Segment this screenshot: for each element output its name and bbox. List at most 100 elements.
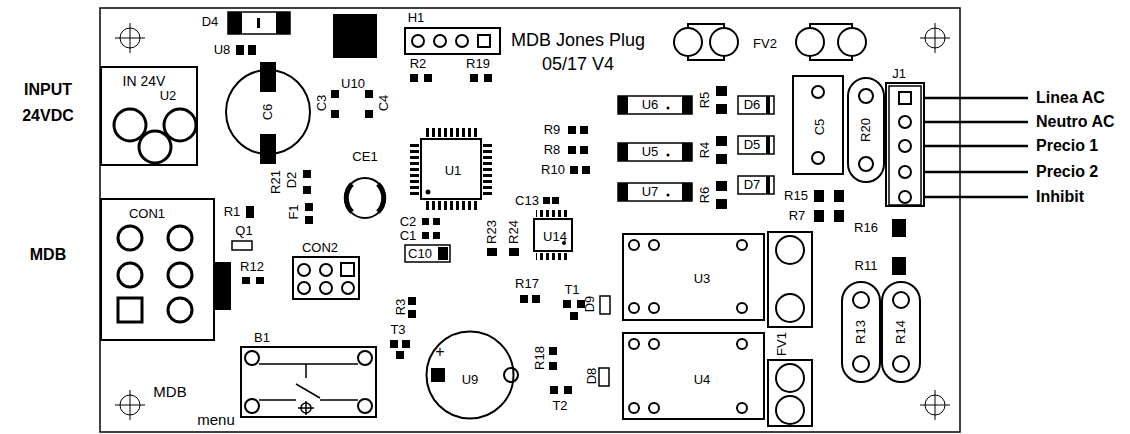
component-label: J1 — [892, 67, 906, 82]
chip-pins — [426, 190, 431, 195]
part-label: FV2 — [753, 37, 777, 52]
connector-tab — [213, 262, 231, 310]
part-label: R1 — [224, 205, 241, 220]
diode-symbol — [276, 12, 290, 34]
part-label: C10 — [408, 247, 432, 262]
through-hole-pad — [899, 191, 911, 203]
capacitor-outline — [405, 245, 450, 262]
diode-symbol — [738, 136, 774, 154]
part-label: T3 — [390, 323, 405, 338]
diode-symbol — [257, 18, 260, 28]
smd-pad — [892, 219, 906, 237]
diode-symbol — [738, 176, 774, 194]
board-outline — [100, 8, 960, 432]
through-hole-pad — [899, 92, 911, 104]
component-label: U1 — [445, 164, 462, 179]
optocoupler-symbol — [618, 143, 692, 161]
smd-pad — [564, 386, 572, 394]
part-label: R12 — [240, 260, 264, 275]
smd-pad — [580, 146, 588, 154]
smd-pad — [814, 190, 824, 202]
connector-pin — [168, 263, 192, 287]
part-label: R5 — [698, 92, 713, 109]
part-label: R9 — [544, 123, 561, 138]
power-jack: IN 24VU2 — [100, 66, 198, 166]
through-hole-pad — [899, 116, 911, 128]
resistor-symbol — [893, 292, 909, 308]
optocoupler-symbol — [618, 183, 628, 201]
chip-pins — [536, 210, 570, 217]
transistor-outline — [232, 241, 252, 250]
buzzer-pad — [431, 368, 445, 382]
part-label: D8 — [585, 368, 600, 385]
through-hole-pad — [649, 240, 659, 250]
part-label: C1 — [400, 229, 417, 244]
through-hole-pad — [737, 403, 747, 413]
signal-label: Precio 1 — [1036, 137, 1098, 155]
resistor-symbol — [893, 356, 909, 372]
through-hole-pad — [649, 303, 659, 313]
optocoupler-symbol — [618, 96, 692, 114]
diode-symbol — [228, 12, 290, 34]
resistor-symbol — [859, 157, 873, 171]
optocoupler-symbol — [618, 96, 692, 201]
part-label: R14 — [894, 320, 909, 344]
part-label: R8 — [544, 143, 561, 158]
electrolytic-capacitor — [346, 184, 352, 212]
smd-pad — [716, 136, 727, 146]
part-label: R13 — [854, 320, 869, 344]
wire — [925, 171, 1028, 174]
through-hole-pad — [812, 86, 824, 98]
part-label: C3 — [315, 95, 330, 112]
connector-pin — [118, 226, 354, 322]
diode-symbol — [599, 96, 774, 386]
varistor-symbol — [768, 232, 812, 327]
terminal-pad — [114, 109, 196, 163]
smd-pad — [892, 257, 906, 275]
part-label: D4 — [202, 15, 219, 30]
through-hole-pad — [629, 240, 639, 250]
capacitor-outline — [438, 247, 448, 260]
mounting-hole — [920, 23, 950, 53]
connector-pin — [320, 264, 332, 276]
varistor-symbol — [710, 28, 738, 56]
connector-pin — [168, 226, 192, 250]
resistor-symbol — [859, 89, 873, 103]
smd-pad — [716, 104, 727, 114]
component-label: U4 — [694, 373, 711, 388]
smd-pad — [365, 90, 373, 98]
chip-pins — [410, 142, 419, 196]
circle-outline — [427, 332, 514, 419]
smd-pad — [246, 206, 254, 218]
diode-symbol — [600, 296, 610, 314]
part-label: Q1 — [235, 224, 252, 239]
relay: U4 — [622, 332, 765, 420]
through-hole-pad — [504, 368, 518, 382]
smd-pad — [568, 146, 576, 154]
switch-symbol — [259, 364, 358, 400]
mounting-hole — [115, 23, 950, 420]
smd-pad — [543, 197, 550, 204]
through-hole-pad — [737, 240, 747, 250]
smd-pad — [396, 351, 404, 359]
part-label: R11 — [855, 259, 878, 274]
smd-pad — [814, 210, 824, 222]
through-hole-pad — [629, 403, 639, 413]
diode-symbol — [738, 96, 774, 114]
resistor-symbol — [853, 292, 869, 308]
through-hole-pad — [889, 86, 921, 205]
board-outline — [100, 8, 960, 432]
connector-pin — [118, 298, 142, 322]
optocoupler-symbol — [682, 183, 692, 201]
relay: U3 — [622, 233, 765, 321]
smd-pad — [834, 210, 844, 222]
part-label: R15 — [784, 189, 808, 204]
pin-header — [412, 35, 424, 47]
diode-symbol — [599, 368, 609, 386]
part-label: R20 — [859, 118, 874, 142]
wire — [925, 97, 1028, 100]
smd-pad — [549, 362, 557, 370]
component-label: U9 — [462, 373, 479, 388]
part-label: R10 — [541, 163, 565, 178]
pin-header — [405, 28, 500, 54]
